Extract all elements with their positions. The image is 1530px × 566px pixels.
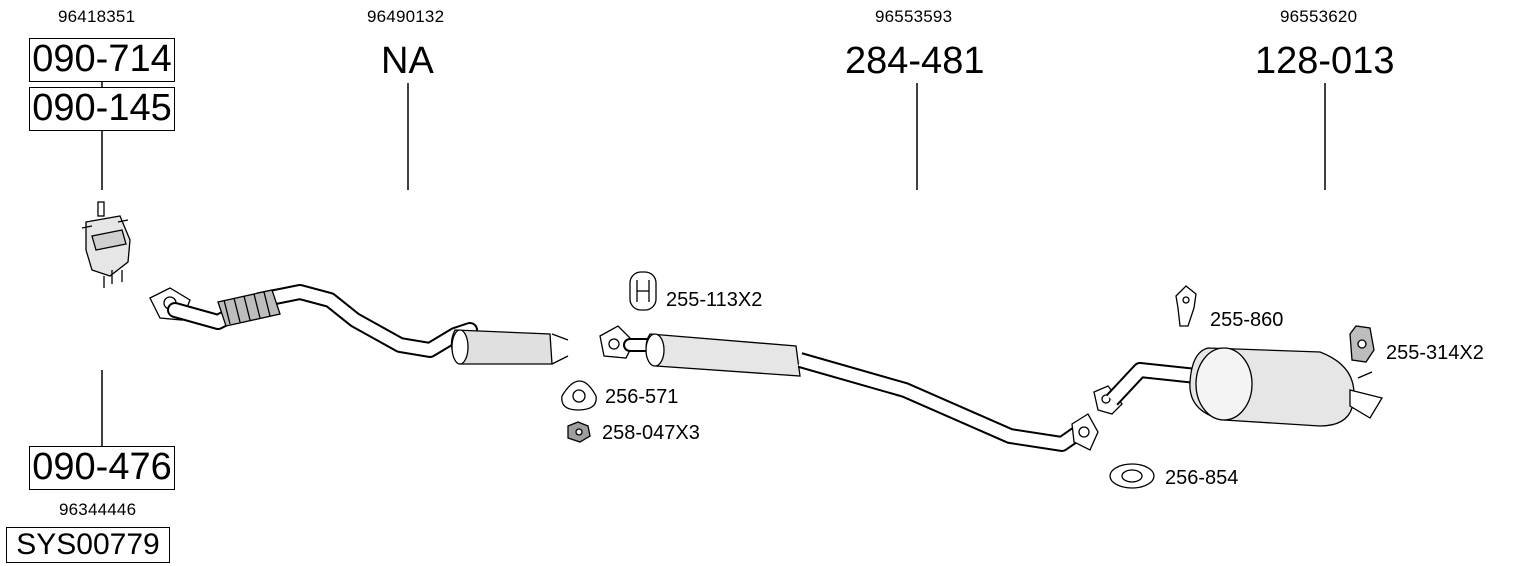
catalytic-converter-icon bbox=[81, 201, 131, 288]
part-number-rear[interactable]: 128-013 bbox=[1255, 40, 1395, 82]
hanger-mid-icon bbox=[1175, 285, 1197, 327]
rear-silencer-icon bbox=[1093, 347, 1384, 427]
hanger-front-icon bbox=[629, 271, 657, 311]
oem-number-bottom: 96344446 bbox=[59, 500, 137, 519]
part-number-middle[interactable]: 284-481 bbox=[845, 40, 985, 82]
system-number[interactable]: SYS00779 bbox=[6, 527, 170, 563]
part-number-front[interactable]: NA bbox=[381, 40, 434, 82]
oem-number-middle: 96553593 bbox=[875, 7, 953, 26]
part-number-cat[interactable]: 090-145 bbox=[29, 87, 175, 131]
middle-silencer-icon bbox=[599, 325, 1099, 452]
label-hanger-rear[interactable]: 255-314X2 bbox=[1386, 342, 1484, 364]
part-number-bottom[interactable]: 090-476 bbox=[29, 446, 175, 490]
oem-number-rear: 96553620 bbox=[1280, 7, 1358, 26]
oem-number-cat: 96418351 bbox=[58, 7, 136, 26]
nut-icon bbox=[567, 421, 591, 443]
label-hanger-front[interactable]: 255-113X2 bbox=[666, 289, 763, 311]
hanger-rear-icon bbox=[1349, 325, 1375, 363]
label-nut[interactable]: 258-047X3 bbox=[602, 422, 700, 444]
front-pipe-icon bbox=[149, 284, 569, 365]
oem-number-front: 96490132 bbox=[367, 7, 445, 26]
gasket-front-icon bbox=[561, 380, 597, 411]
label-gasket-front[interactable]: 256-571 bbox=[605, 386, 679, 408]
label-hanger-mid[interactable]: 255-860 bbox=[1210, 309, 1284, 331]
gasket-rear-icon bbox=[1109, 463, 1155, 489]
label-gasket-rear[interactable]: 256-854 bbox=[1165, 467, 1239, 489]
part-number-cat-top[interactable]: 090-714 bbox=[29, 38, 175, 82]
